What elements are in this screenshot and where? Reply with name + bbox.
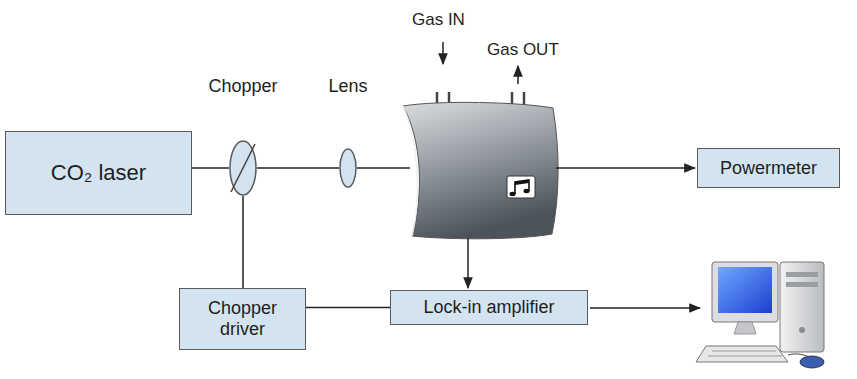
photoacoustic-cell	[403, 102, 558, 238]
driver-box: Chopper driver	[179, 288, 306, 350]
lens: Lens	[339, 148, 357, 188]
laser-beam	[357, 167, 410, 169]
chopper-wheel-outline	[229, 140, 257, 196]
gas-in-arrow	[442, 42, 444, 64]
transmitted-beam	[556, 167, 695, 169]
box-text: Chopper driver	[202, 298, 283, 339]
powermeter-box: Powermeter	[697, 148, 840, 188]
gas-in-label: Gas IN	[412, 10, 465, 30]
box-text: Powermeter	[720, 158, 817, 179]
box-text: CO₂ laser	[51, 160, 146, 185]
signal-arrow	[467, 238, 469, 288]
connector-line	[306, 307, 390, 309]
gas-out-arrow	[517, 66, 519, 84]
data-cable	[590, 307, 700, 309]
node-heading: Lens	[328, 76, 367, 97]
cell-window	[403, 106, 418, 236]
microphone-icon	[507, 176, 535, 198]
connector-line	[192, 167, 229, 169]
node-heading: Chopper	[208, 76, 277, 97]
gas-out-label: Gas OUT	[487, 40, 559, 60]
box-text: Lock-in amplifier	[423, 297, 554, 318]
lens-outline	[339, 148, 357, 188]
lockin-box: Lock-in amplifier	[390, 290, 588, 325]
connector-line	[257, 167, 339, 169]
chopper-wheel: Chopper	[229, 140, 257, 196]
computer-icon	[696, 262, 824, 368]
laser-box: CO₂ laser	[5, 131, 192, 215]
connector-line	[242, 196, 244, 288]
